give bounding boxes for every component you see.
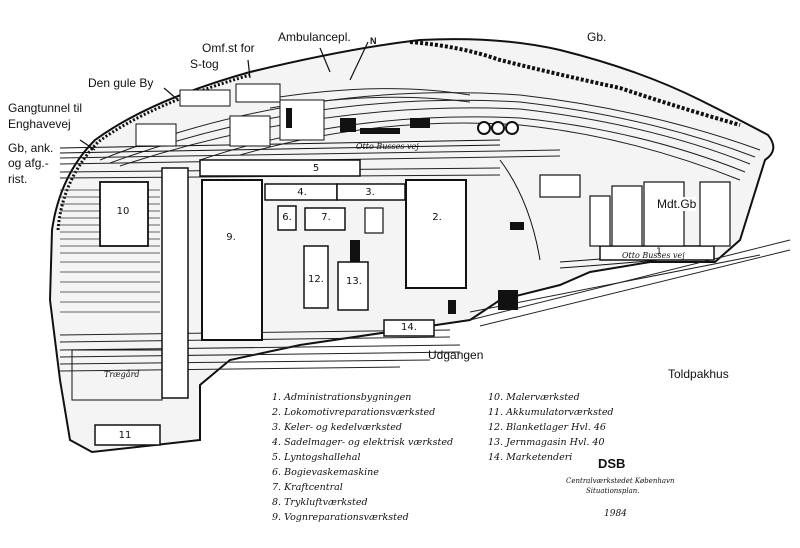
north-block-dark-1 [340, 118, 356, 132]
label-omf-2: S-tog [190, 57, 219, 71]
mid-block-dark [510, 222, 524, 230]
building-number-13: 13. [346, 276, 362, 287]
mid-block-dark-2 [448, 300, 456, 314]
building-13 [337, 261, 369, 311]
label-gangtunnel-1: Gangtunnel til [8, 101, 83, 115]
building-number-7: 7. [321, 212, 331, 223]
mdt-gb-hall-d [699, 181, 731, 247]
title-sub2: Situationsplan. [586, 487, 640, 495]
small-block-a [350, 240, 360, 268]
legend-item-6: 6. Bogievaskemaskine [272, 467, 379, 478]
southeast-tracks [469, 239, 791, 327]
north-building-a [179, 89, 231, 107]
road-otto-north: Otto Busses vej [356, 142, 419, 151]
legend-item-9: 9. Vognreparationsværksted [272, 512, 409, 523]
road-traegard: Trægård [104, 370, 140, 379]
label-gb-ank-1: Gb, ank. [8, 141, 54, 155]
tank-3 [505, 121, 519, 135]
north-block-dark-4 [410, 118, 430, 128]
north-arrow-label: N [370, 36, 377, 46]
building-number-6: 6. [282, 212, 292, 223]
title-year: 1984 [604, 509, 627, 519]
legend-item-1: 1. Administrationsbygningen [272, 392, 412, 403]
building-number-4: 4. [297, 187, 307, 198]
building-number-2: 2. [432, 212, 442, 223]
north-block-dark-3 [360, 128, 400, 134]
building-number-1: 1 [656, 247, 662, 257]
legend-item-12: 12. Blanketlager Hvl. 46 [488, 422, 606, 433]
label-gb-ank-2: og afg.- [8, 156, 49, 170]
mdt-gb-hall-b [611, 185, 643, 247]
small-block-b [364, 207, 384, 234]
legend-item-7: 7. Kraftcentral [272, 482, 343, 493]
small-building-east [539, 174, 581, 198]
annotation-arrows [79, 41, 369, 151]
label-ambulance: Ambulancepl. [278, 30, 351, 44]
north-block-dark-2 [286, 108, 292, 128]
mdt-gb-hall-c [643, 181, 685, 247]
title-org: DSB [598, 456, 626, 471]
title-sub1: Centralværkstedet København [566, 477, 675, 485]
building-number-14: 14. [401, 322, 417, 333]
mdt-gb-hall-a [589, 195, 611, 247]
legend-item-10: 10. Malerværksted [488, 392, 580, 403]
label-omf-1: Omf.st for [202, 41, 255, 55]
legend-item-13: 13. Jernmagasin Hvl. 40 [488, 437, 605, 448]
label-den-gule-by: Den gule By [88, 76, 154, 90]
legend-item-11: 11. Akkumulatorværksted [488, 407, 614, 418]
building-number-5: 5 [312, 163, 320, 174]
building-9 [201, 179, 263, 341]
building-number-11: 11 [118, 430, 132, 441]
building-number-12: 12. [308, 274, 324, 285]
legend-item-14: 14. Marketenderi [488, 452, 573, 463]
legend-item-3: 3. Keler- og kedelværksted [272, 422, 402, 433]
traegard-area [71, 349, 163, 401]
tank-2 [491, 121, 505, 135]
long-shed [161, 167, 189, 399]
legend-item-4: 4. Sadelmager- og elektrisk værksted [272, 437, 454, 448]
legend-item-8: 8. Trykluftværksted [272, 497, 368, 508]
label-gangtunnel-2: Enghavevej [8, 117, 71, 131]
road-otto-south: Otto Busses vej [622, 251, 685, 260]
building-number-3: 3. [365, 187, 375, 198]
building-7 [304, 207, 346, 231]
label-gb-ank-3: rist. [8, 172, 28, 186]
label-gb-top: Gb. [587, 30, 607, 44]
label-toldpakhus: Toldpakhus [668, 367, 729, 381]
label-mdt-gb: Mdt.Gb [657, 197, 697, 211]
east-block-dark [498, 290, 518, 310]
building-2 [405, 179, 467, 289]
west-boundary-ridge [56, 73, 251, 231]
building-11 [94, 424, 161, 446]
building-14 [383, 319, 435, 337]
building-10 [99, 181, 149, 247]
north-boundary-ridge [409, 40, 741, 127]
north-building-c [135, 123, 177, 147]
building-6 [277, 205, 297, 231]
building-number-10: 10 [116, 206, 130, 217]
label-udgangen: Udgangen [428, 348, 484, 362]
building-12 [303, 245, 329, 309]
building-number-9: 9. [226, 232, 236, 243]
north-building-d [229, 115, 271, 147]
legend-item-5: 5. Lyntogshallehal [272, 452, 361, 463]
legend-item-2: 2. Lokomotivreparationsværksted [272, 407, 436, 418]
building-5 [199, 159, 361, 177]
north-building-b [235, 83, 281, 103]
tank-1 [477, 121, 491, 135]
